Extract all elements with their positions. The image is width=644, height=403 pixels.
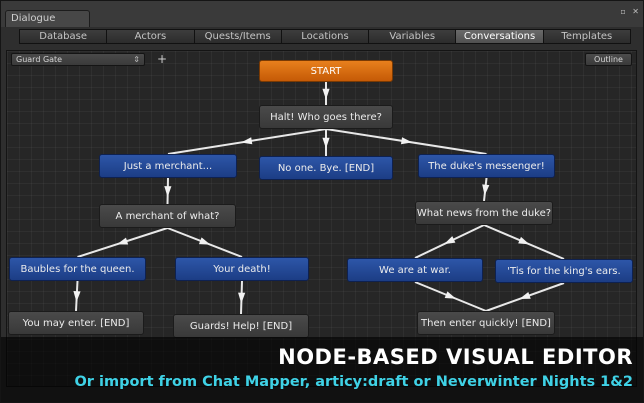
node-merchant-of-what[interactable]: A merchant of what? [99,204,236,228]
arrowhead-icon [241,137,253,145]
banner-subline: Or import from Chat Mapper, articy:draft… [74,374,633,390]
node-no-one-bye[interactable]: No one. Bye. [END] [259,156,393,180]
conversation-dropdown-value: Guard Gate [16,55,63,64]
tab-actors[interactable]: Actors [107,30,195,43]
arrowhead-icon [444,236,456,245]
node-news-from-duke[interactable]: What news from the duke? [415,201,553,225]
arrowhead-icon [518,236,530,245]
node-dukes-messenger[interactable]: The duke's messenger! [418,154,555,178]
node-start[interactable]: START [259,60,393,82]
node-guards-help[interactable]: Guards! Help! [END] [173,314,309,338]
outline-button[interactable]: Outline [585,53,632,66]
arrowhead-icon [164,186,172,197]
tab-database[interactable]: Database [20,30,108,43]
tab-quests-items[interactable]: Quests/Items [194,30,282,43]
conversation-dropdown[interactable]: Guard Gate ⇕ [11,53,145,66]
arrowhead-icon [482,184,490,196]
node-you-may-enter[interactable]: You may enter. [END] [8,311,144,335]
add-conversation-button[interactable]: + [157,52,168,66]
tab-conversations[interactable]: Conversations [456,30,544,43]
node-for-the-kings-ears[interactable]: 'Tis for the king's ears. [495,259,633,283]
tab-locations[interactable]: Locations [281,30,370,43]
node-we-are-at-war[interactable]: We are at war. [347,258,483,282]
window-controls-icon[interactable]: ▫ ✕ [620,7,641,16]
dropdown-arrows-icon: ⇕ [133,55,140,64]
arrowhead-icon [400,137,413,145]
editor-tab-bar: Database Actors Quests/Items Locations V… [19,29,631,44]
node-halt-who-goes-there[interactable]: Halt! Who goes there? [259,105,393,129]
banner-headline: NODE-BASED VISUAL EDITOR [278,345,633,369]
arrowhead-icon [444,291,457,299]
arrowhead-icon [198,237,211,245]
tab-variables[interactable]: Variables [369,30,457,43]
window-tab[interactable]: Dialogue [5,10,90,27]
arrowhead-icon [116,237,129,245]
node-your-death[interactable]: Your death! [175,257,309,281]
arrowhead-icon [322,88,330,100]
arrowhead-icon [519,291,531,300]
tab-templates[interactable]: Templates [543,30,630,43]
arrowhead-icon [73,291,81,302]
window-title: Dialogue [11,13,56,24]
title-bar: Dialogue ▫ ✕ [1,1,643,27]
node-just-a-merchant[interactable]: Just a merchant... [99,154,237,178]
node-enter-quickly[interactable]: Then enter quickly! [END] [417,311,555,335]
arrowhead-icon [322,137,330,149]
promo-banner: NODE-BASED VISUAL EDITOR Or import from … [1,337,643,402]
arrowhead-icon [238,292,246,304]
node-baubles-for-queen[interactable]: Baubles for the queen. [9,257,146,281]
